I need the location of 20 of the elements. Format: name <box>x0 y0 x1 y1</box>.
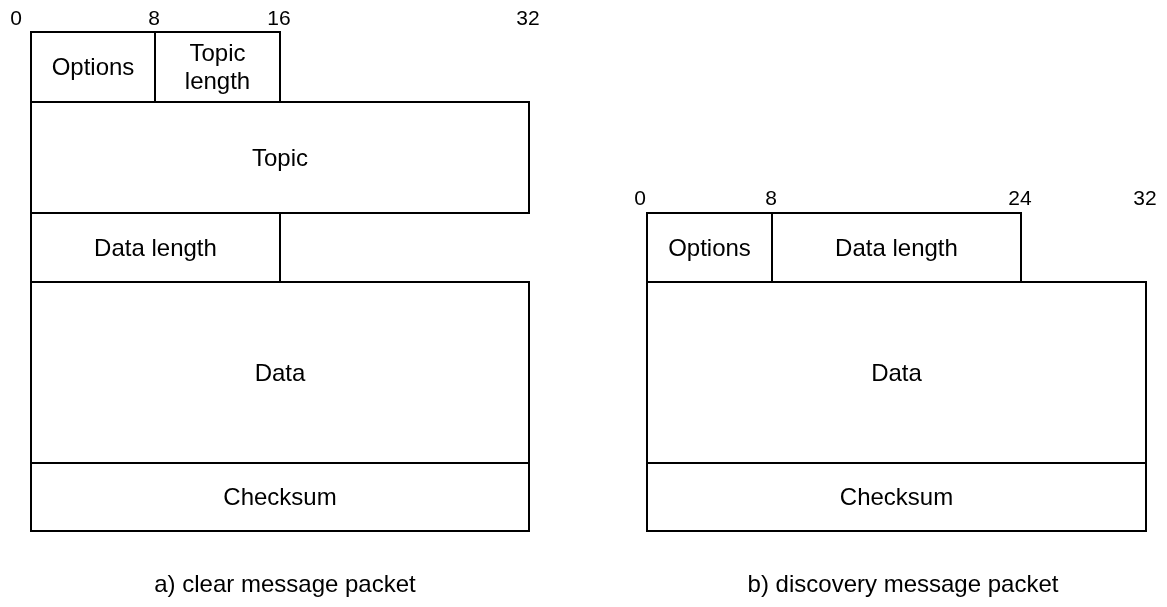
bit-number: 32 <box>516 6 540 30</box>
packet-field: Data <box>646 281 1147 464</box>
packet-field: Options <box>30 31 156 103</box>
packet-field: Checksum <box>30 462 530 532</box>
packet-field: Data <box>30 281 530 464</box>
bit-number: 32 <box>1133 186 1157 210</box>
caption: a) clear message packet <box>154 570 416 598</box>
packet-field: Options <box>646 212 773 283</box>
bit-number: 0 <box>634 186 646 210</box>
packet-field: Topic length <box>154 31 281 103</box>
bit-number: 0 <box>10 6 22 30</box>
caption: b) discovery message packet <box>747 570 1059 598</box>
packet-field: Checksum <box>646 462 1147 532</box>
packet-field: Topic <box>30 101 530 214</box>
packet-field: Data length <box>771 212 1022 283</box>
bit-number: 8 <box>765 186 777 210</box>
bit-number: 24 <box>1008 186 1032 210</box>
bit-number: 8 <box>148 6 160 30</box>
bit-number: 16 <box>267 6 291 30</box>
packet-field: Data length <box>30 212 281 283</box>
